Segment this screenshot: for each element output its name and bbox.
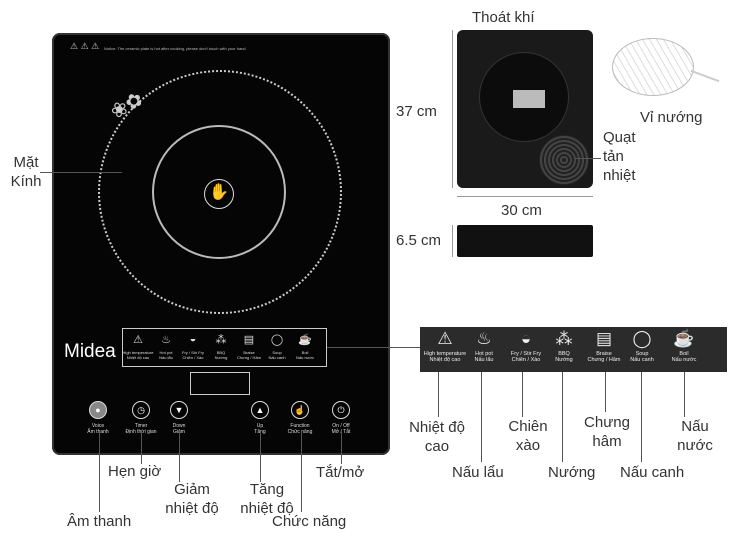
notice-text: Notice: The ceramic plate is hot after c… — [104, 46, 246, 51]
depth-label: 6.5 cm — [396, 232, 442, 249]
strip-label: Nướng — [548, 464, 596, 481]
voice-button[interactable]: ● — [89, 401, 107, 419]
pot-icon: ▤ — [595, 329, 613, 348]
strip-label: Nấu canh — [620, 464, 685, 481]
vent-label: Thoát khí — [472, 9, 535, 26]
leader-line — [605, 372, 606, 412]
leader-line — [260, 432, 261, 482]
grill-rack-icon — [612, 38, 694, 96]
leader-line — [641, 372, 642, 462]
down-button[interactable]: ▼ — [170, 401, 188, 419]
skewer-icon: ⁂ — [555, 329, 573, 348]
cooking-zone-ring — [98, 70, 342, 314]
side-view — [457, 225, 593, 257]
dimension-line — [457, 196, 593, 197]
leader-line — [684, 372, 685, 417]
leader-line — [341, 432, 342, 464]
strip-label: Chưng hâm — [584, 414, 630, 450]
spec-sticker — [513, 90, 545, 108]
hot-pot-icon: ♨ — [476, 329, 492, 348]
leader-line — [301, 432, 302, 512]
strip-label: Nấu lẩu — [452, 464, 504, 481]
function-button[interactable]: ☝ — [291, 401, 309, 419]
warning-icon: ⚠ — [437, 329, 453, 348]
induction-cooktop: ⚠ ⚠ ⚠ Notice: The ceramic plate is hot a… — [52, 33, 390, 455]
width-label: 30 cm — [501, 202, 542, 219]
warning-icon: ⚠ — [133, 334, 143, 346]
height-label: 37 cm — [396, 103, 437, 120]
soup-jar-icon: ◯ — [270, 334, 284, 346]
leader-line — [99, 432, 100, 512]
callout-power: Tắt/mở — [316, 464, 365, 481]
grill-label: Vỉ nướng — [640, 109, 703, 126]
leader-line — [327, 347, 420, 348]
power-button[interactable]: ⏻ — [332, 401, 350, 419]
leader-line — [522, 372, 523, 417]
leader-line — [40, 172, 122, 173]
leader-line — [179, 432, 180, 482]
frying-pan-icon: ◒ — [189, 333, 197, 345]
pot-icon: ▤ — [243, 334, 255, 346]
grill-handle — [690, 69, 720, 83]
kettle-icon: ☕ — [298, 334, 312, 346]
frying-pan-icon: ◒ — [520, 329, 532, 348]
strip-label: Chiên xào — [508, 418, 548, 454]
strip-label: Nhiệt độ cao — [409, 419, 465, 455]
callout-glass: Mặt Kính — [10, 154, 42, 190]
soup-jar-icon: ◯ — [632, 329, 652, 348]
dimension-line — [452, 225, 453, 257]
leader-line — [438, 372, 439, 417]
strip-label: Nấu nước — [677, 418, 713, 454]
display-window — [190, 372, 250, 395]
up-button[interactable]: ▲ — [251, 401, 269, 419]
kettle-icon: ☕ — [673, 329, 695, 348]
brand-logo: Midea — [64, 341, 116, 362]
dimension-line — [452, 30, 453, 188]
callout-timer: Hẹn giờ — [108, 463, 162, 480]
leader-line — [481, 372, 482, 462]
button-label: DownGiảm — [172, 423, 186, 435]
leader-line — [575, 158, 601, 159]
leader-line — [141, 432, 142, 464]
hot-pot-icon: ♨ — [161, 334, 171, 346]
callout-down: Giảm nhiệt độ — [165, 481, 219, 517]
timer-button[interactable]: ◷ — [132, 401, 150, 419]
bottom-view — [457, 30, 593, 188]
fan-label: Quạt tản nhiệt — [603, 129, 636, 184]
cooking-zone-inner — [152, 125, 286, 259]
callout-function: Chức năng — [272, 513, 347, 530]
warning-icons: ⚠ ⚠ ⚠ — [70, 41, 100, 51]
callout-sound: Âm thanh — [67, 513, 132, 530]
leader-line — [562, 372, 563, 462]
fan-grille — [539, 135, 589, 185]
skewer-icon: ⁂ — [215, 334, 227, 346]
no-touch-icon: ✋ — [204, 179, 234, 209]
callout-up: Tăng nhiệt độ — [240, 481, 294, 517]
